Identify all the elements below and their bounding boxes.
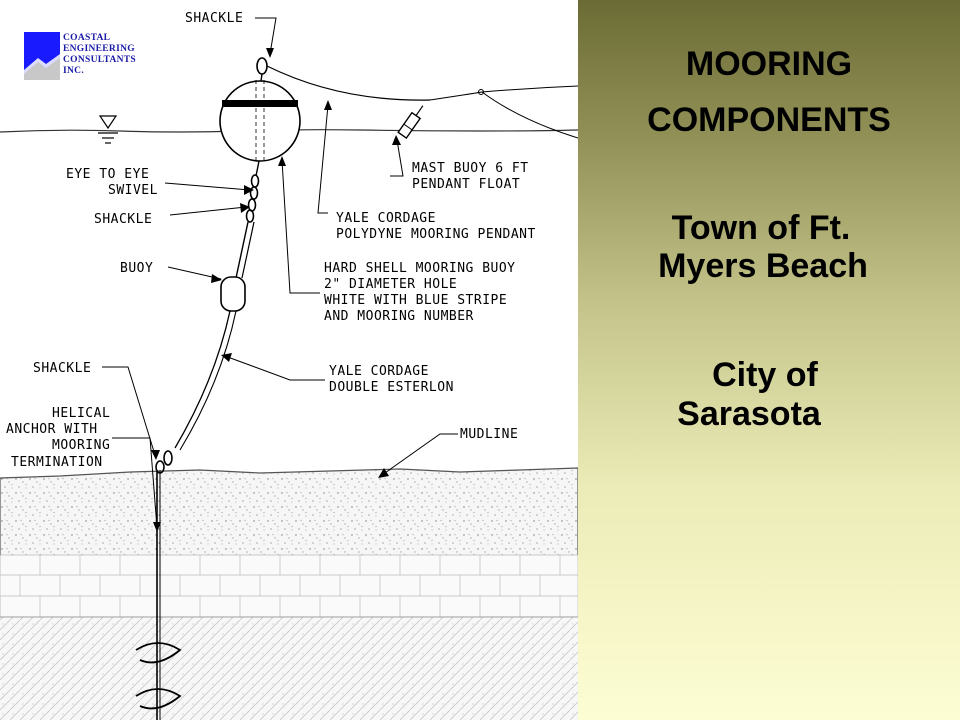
label-double-esterlon: DOUBLE ESTERLON: [329, 380, 454, 395]
town-line-1: Town of Ft.: [671, 209, 851, 247]
title-mooring: MOORING: [685, 45, 853, 83]
brick-layer: [0, 554, 578, 618]
label-mooring-number: AND MOORING NUMBER: [324, 309, 474, 324]
label-yale-cordage-1: YALE CORDAGE: [336, 211, 436, 226]
city-line-1: City of: [712, 356, 818, 394]
logo-line-4: INC.: [63, 66, 84, 76]
label-buoy: BUOY: [120, 261, 153, 276]
label-shackle-mid: SHACKLE: [94, 212, 152, 227]
hatched-layer: [0, 617, 578, 720]
title-panel: MOORING COMPONENTS Town of Ft. Myers Bea…: [578, 0, 960, 720]
logo-line-2: ENGINEERING: [63, 44, 135, 54]
label-pendant-float: PENDANT FLOAT: [412, 177, 520, 192]
label-termination: TERMINATION: [11, 455, 103, 470]
logo-line-3: CONSULTANTS: [63, 55, 136, 65]
label-mast-buoy: MAST BUOY 6 FT: [412, 161, 529, 176]
hard-shell-buoy: [219, 80, 301, 162]
low-shackle: [163, 450, 173, 466]
logo-line-1: COASTAL: [63, 33, 111, 43]
label-polydyne: POLYDYNE MOORING PENDANT: [336, 227, 536, 242]
logo-mark-icon: [24, 32, 60, 80]
helix-plates: [135, 642, 182, 710]
arrowheads: [151, 48, 401, 532]
sand-layer: [0, 467, 578, 561]
label-diameter-hole: 2" DIAMETER HOLE: [324, 277, 457, 292]
label-swivel: SWIVEL: [108, 183, 158, 198]
top-shackle: [256, 57, 268, 75]
mooring-rope: [174, 310, 231, 449]
label-mudline: MUDLINE: [460, 427, 518, 442]
label-helical: HELICAL: [52, 406, 110, 421]
water-level-symbol: [98, 115, 118, 144]
buoy-stripe: [222, 100, 298, 107]
brick-lines: [0, 574, 578, 597]
pendant-line: [266, 65, 431, 101]
mast-buoy: [397, 105, 424, 140]
title-components: COMPONENTS: [647, 101, 891, 139]
leader-lines: [102, 17, 458, 529]
city-line-2: Sarasota: [677, 395, 821, 433]
label-yale-cordage-2: YALE CORDAGE: [329, 364, 429, 379]
label-shackle-low: SHACKLE: [33, 361, 91, 376]
label-shackle-top: SHACKLE: [185, 11, 243, 26]
town-line-2: Myers Beach: [658, 247, 868, 285]
swivel-chain: [245, 174, 260, 223]
label-white-blue: WHITE WITH BLUE STRIPE: [324, 293, 507, 308]
label-hard-shell: HARD SHELL MOORING BUOY: [324, 261, 516, 276]
label-anchor-with: ANCHOR WITH: [6, 422, 98, 437]
company-logo: [24, 32, 60, 80]
mooring-diagram-svg: SHACKLE EYE TO EYE SWIVEL SHACKLE BUOY S…: [0, 11, 578, 720]
mooring-diagram: SHACKLE EYE TO EYE SWIVEL SHACKLE BUOY S…: [0, 11, 578, 720]
company-name: COASTAL ENGINEERING CONSULTANTS INC.: [63, 33, 136, 77]
label-mooring: MOORING: [52, 438, 110, 453]
small-buoy: [220, 276, 246, 312]
label-eye-to-eye: EYE TO EYE: [66, 167, 149, 182]
